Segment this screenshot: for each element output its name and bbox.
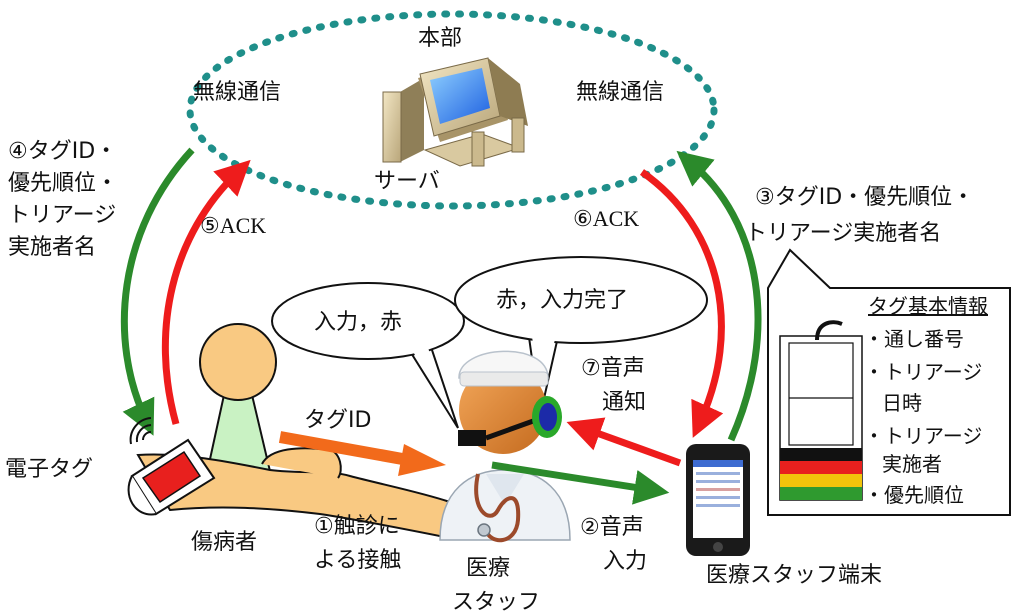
arrow-voice-notice-red xyxy=(566,417,682,467)
bubble-right-text: 赤，入力完了 xyxy=(496,288,628,313)
tag-info-item3-line1: ・トリアージ xyxy=(864,424,982,448)
tag-info-item1: ・通し番号 xyxy=(864,327,964,351)
step2-line2: 入力 xyxy=(603,549,647,574)
step4-line1: ④タグID・ xyxy=(8,139,117,164)
radio-waves-icon xyxy=(129,417,152,445)
tag-info-item2-line1: ・トリアージ xyxy=(864,360,982,384)
arrow-tag-id-orange xyxy=(278,431,410,466)
step4-line4: 実施者名 xyxy=(8,235,96,260)
electronic-tag-device xyxy=(127,438,216,516)
staff-label-line2: スタッフ xyxy=(452,590,540,615)
arrow-step3-green xyxy=(676,150,762,442)
arrow-step6-red xyxy=(639,169,725,438)
tag-info-title: タグ基本情報 xyxy=(868,294,988,318)
tag-stripe-green xyxy=(780,487,862,500)
step7-line2: 通知 xyxy=(602,390,646,415)
step1-line1: ①触診に xyxy=(314,514,400,539)
server-label: サーバ xyxy=(374,169,440,194)
step4-line3: トリアージ xyxy=(8,203,116,228)
speech-bubble-left xyxy=(271,282,465,429)
tag-info-item3-line2: 実施者 xyxy=(882,452,942,476)
smartphone-terminal-icon xyxy=(686,444,750,556)
headquarters-label: 本部 xyxy=(418,26,462,51)
server-computer-icon xyxy=(382,57,528,167)
tag-id-arrow-label: タグID xyxy=(304,408,371,433)
bubble-left-text: 入力，赤 xyxy=(314,310,402,335)
tag-stripe-black xyxy=(780,448,862,461)
staff-label-line1: 医療 xyxy=(466,556,510,581)
step3-line1: ③タグID・優先順位・ xyxy=(755,185,974,210)
step5-label: ⑤ACK xyxy=(200,213,266,238)
tag-info-item2-line2: 日時 xyxy=(882,391,922,415)
step2-line1: ②音声 xyxy=(580,515,644,540)
patient-label: 傷病者 xyxy=(191,530,257,555)
arrow-tag-id-head xyxy=(398,444,446,476)
medical-staff-figure xyxy=(439,350,571,543)
arrow-step5-red xyxy=(161,159,251,425)
terminal-label: 医療スタッフ端末 xyxy=(706,563,882,588)
tag-stripe-yellow xyxy=(780,474,862,487)
wireless-network-cloud xyxy=(186,10,718,210)
arrow-step4-green xyxy=(120,147,195,436)
patient-figure xyxy=(136,323,451,540)
tag-info-callout xyxy=(767,248,1011,516)
wireless-right-label: 無線通信 xyxy=(576,80,664,105)
tag-stripe-red xyxy=(780,461,862,474)
step6-label: ⑥ACK xyxy=(573,206,639,231)
step7-line1: ⑦音声 xyxy=(581,356,645,381)
arrow-voice-input-green xyxy=(491,461,670,505)
tag-info-item4: ・優先順位 xyxy=(864,483,964,507)
step1-line2: よる接触 xyxy=(314,548,401,573)
e-tag-label: 電子タグ xyxy=(5,457,93,482)
step3-line2: トリアージ実施者名 xyxy=(745,221,941,246)
step4-line2: 優先順位・ xyxy=(8,171,118,196)
wireless-left-label: 無線通信 xyxy=(193,80,281,105)
